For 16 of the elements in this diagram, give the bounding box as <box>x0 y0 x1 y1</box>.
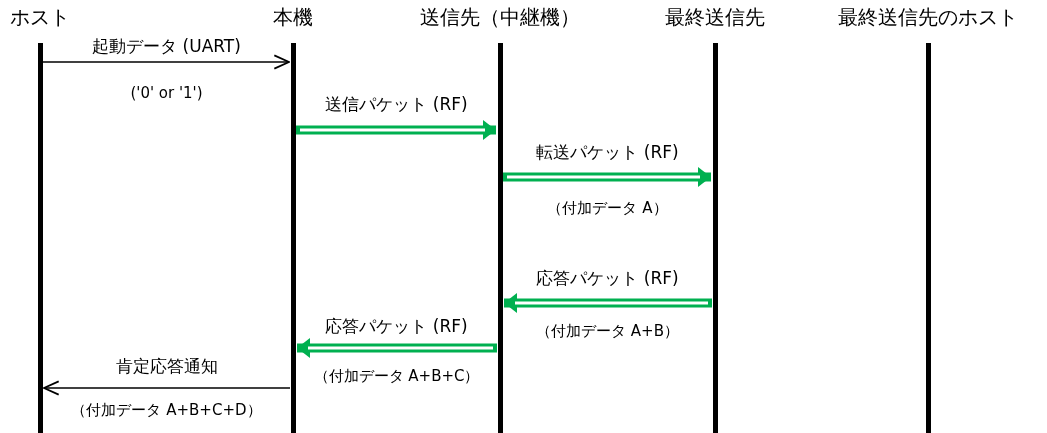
edge-label: 転送パケット (RF) <box>536 141 679 163</box>
note-text: （付加データ A+B+C） <box>313 366 480 386</box>
edge-label: 送信パケット (RF) <box>325 93 468 115</box>
edge-label: 肯定応答通知 <box>115 355 218 377</box>
participant-label: ホスト <box>10 4 70 30</box>
edge-label: 応答パケット (RF) <box>325 315 468 337</box>
note-text: （付加データ A+B+C+D） <box>71 400 262 420</box>
edge-label: 応答パケット (RF) <box>536 267 679 289</box>
note-text: ('0' or '1') <box>130 83 203 103</box>
participant-label: 本機 <box>273 4 313 30</box>
note-text: （付加データ A+B） <box>536 321 679 341</box>
note-text: （付加データ A） <box>547 198 668 218</box>
participant-label: 最終送信先のホスト <box>838 4 1018 30</box>
edge-label: 起動データ (UART) <box>92 35 241 57</box>
participant-label: 最終送信先 <box>665 4 765 30</box>
participant-label: 送信先（中継機） <box>420 4 580 30</box>
